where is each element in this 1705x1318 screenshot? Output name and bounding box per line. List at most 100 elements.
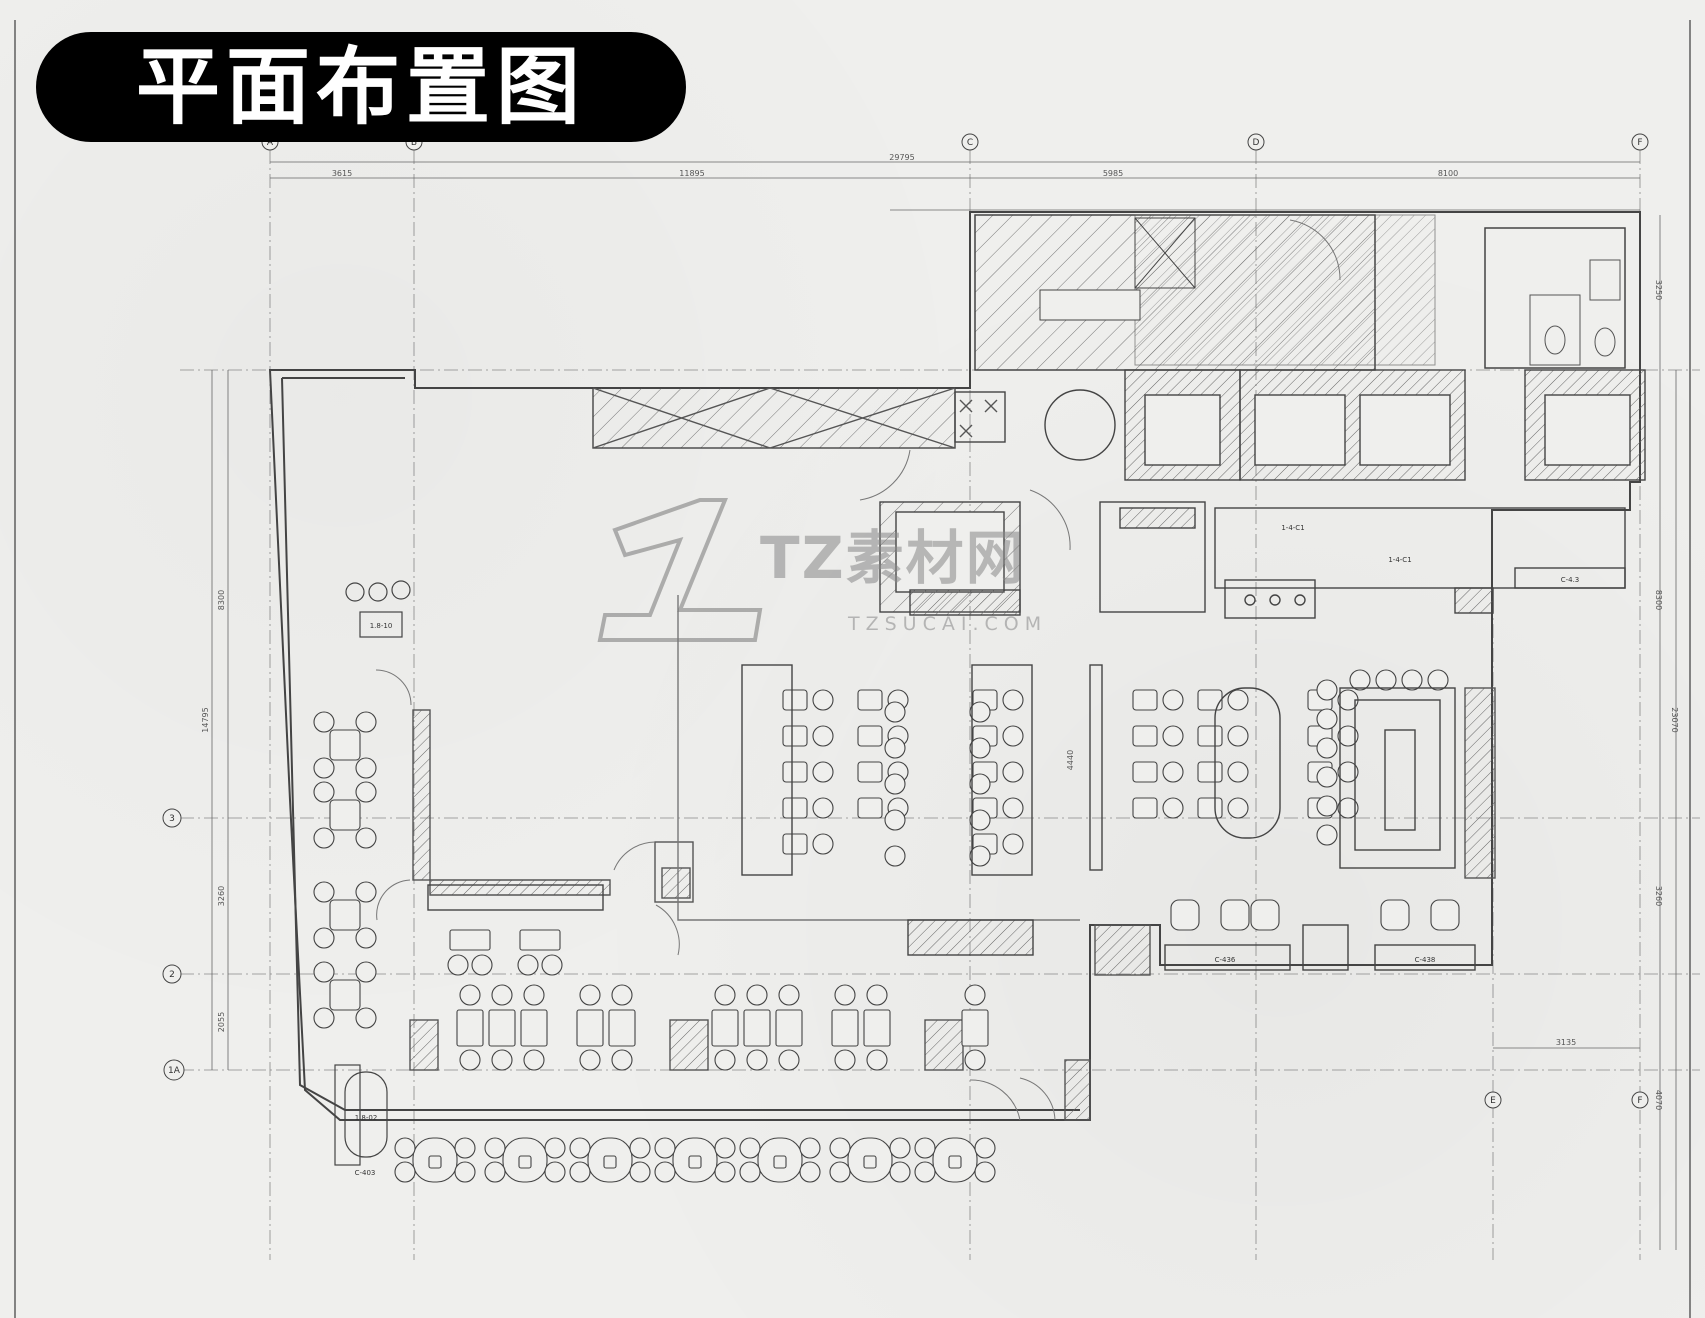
table-seat bbox=[782, 761, 808, 783]
booth-table bbox=[428, 1155, 442, 1169]
table-seat bbox=[1197, 761, 1223, 783]
chair bbox=[969, 701, 991, 723]
chair bbox=[969, 773, 991, 795]
grid-label-left-3: 1A bbox=[168, 1066, 181, 1076]
watermark-url: TZSUCAI.COM bbox=[847, 613, 1047, 635]
chair bbox=[1337, 761, 1359, 783]
chair bbox=[1401, 669, 1423, 691]
chair bbox=[471, 954, 493, 976]
chair bbox=[812, 797, 834, 819]
chair bbox=[964, 1049, 986, 1071]
lounge-area bbox=[334, 580, 411, 1166]
watermark-brand: TZ素材网 bbox=[760, 524, 1026, 592]
chair bbox=[829, 1137, 851, 1159]
chair bbox=[355, 781, 377, 803]
chair bbox=[523, 984, 545, 1006]
chair bbox=[834, 1049, 856, 1071]
wall-table bbox=[329, 729, 361, 761]
booth-table bbox=[863, 1155, 877, 1169]
chair bbox=[1316, 795, 1338, 817]
chair bbox=[454, 1161, 476, 1183]
chair bbox=[884, 845, 906, 867]
chair bbox=[355, 711, 377, 733]
chair bbox=[1002, 689, 1024, 711]
booth-table bbox=[603, 1155, 617, 1169]
table-seat bbox=[782, 689, 808, 711]
table-top bbox=[576, 1009, 604, 1047]
dim-right-2: 8300 bbox=[1654, 590, 1663, 610]
chair bbox=[484, 1161, 506, 1183]
table-seat bbox=[1132, 689, 1158, 711]
dim-left-1: 8300 bbox=[217, 590, 226, 610]
wall-table bbox=[329, 899, 361, 931]
chair bbox=[569, 1161, 591, 1183]
chair bbox=[654, 1137, 676, 1159]
chair bbox=[1002, 761, 1024, 783]
table-seat bbox=[1197, 725, 1223, 747]
booth-table bbox=[688, 1155, 702, 1169]
table-seat bbox=[857, 797, 883, 819]
chair bbox=[569, 1137, 591, 1159]
chair bbox=[355, 961, 377, 983]
side-table bbox=[449, 929, 491, 951]
chair bbox=[454, 1137, 476, 1159]
chair bbox=[313, 961, 335, 983]
chair bbox=[964, 984, 986, 1006]
table-top bbox=[456, 1009, 484, 1047]
side-table bbox=[519, 929, 561, 951]
chair bbox=[1337, 797, 1359, 819]
table-seat bbox=[782, 725, 808, 747]
table-seat bbox=[1132, 797, 1158, 819]
chair bbox=[1002, 725, 1024, 747]
chair bbox=[1002, 797, 1024, 819]
chair bbox=[739, 1137, 761, 1159]
table-seat bbox=[857, 689, 883, 711]
chair bbox=[1227, 689, 1249, 711]
chair bbox=[1316, 737, 1338, 759]
chair bbox=[1316, 824, 1338, 846]
chair bbox=[629, 1161, 651, 1183]
grid-label-top-3: C bbox=[967, 138, 973, 148]
partitions bbox=[409, 595, 1496, 1121]
bar-stool bbox=[1220, 899, 1250, 931]
bar-stool bbox=[1170, 899, 1200, 931]
dim-top-total: 29795 bbox=[889, 153, 914, 162]
table-top bbox=[608, 1009, 636, 1047]
mechanical-rooms bbox=[592, 369, 1646, 481]
chair bbox=[1337, 725, 1359, 747]
grid-label-bottom-2: F bbox=[1637, 1096, 1642, 1106]
chair bbox=[523, 1049, 545, 1071]
chair bbox=[799, 1161, 821, 1183]
chair bbox=[1162, 761, 1184, 783]
table-top bbox=[488, 1009, 516, 1047]
dining-tables-bottom bbox=[394, 1137, 996, 1183]
chair bbox=[812, 725, 834, 747]
grid-label-top-2: B bbox=[411, 138, 417, 148]
chair bbox=[1349, 669, 1371, 691]
wall-table bbox=[329, 979, 361, 1011]
chair bbox=[459, 984, 481, 1006]
table-seat bbox=[1132, 725, 1158, 747]
tag-sofa-small: 1.8-02 bbox=[355, 1114, 378, 1122]
chair bbox=[355, 827, 377, 849]
tag-lift: 1-4-C1 bbox=[1388, 556, 1411, 564]
table-seat bbox=[1132, 761, 1158, 783]
chair bbox=[884, 773, 906, 795]
dim-misc-lower-right: 3135 bbox=[1556, 1038, 1576, 1047]
chair bbox=[714, 1137, 736, 1159]
dim-top-seg-2: 11895 bbox=[679, 169, 704, 178]
chair bbox=[355, 881, 377, 903]
table-top bbox=[775, 1009, 803, 1047]
chair bbox=[1316, 679, 1338, 701]
table-seat bbox=[782, 833, 808, 855]
table-top bbox=[961, 1009, 989, 1047]
chair bbox=[1316, 708, 1338, 730]
watermark: TZ素材网 TZSUCAI.COM bbox=[597, 498, 1047, 642]
chair bbox=[714, 1049, 736, 1071]
chair bbox=[313, 711, 335, 733]
chair bbox=[313, 927, 335, 949]
table-top bbox=[743, 1009, 771, 1047]
chair bbox=[866, 984, 888, 1006]
dining-tables-lower bbox=[456, 984, 989, 1071]
chair bbox=[491, 984, 513, 1006]
